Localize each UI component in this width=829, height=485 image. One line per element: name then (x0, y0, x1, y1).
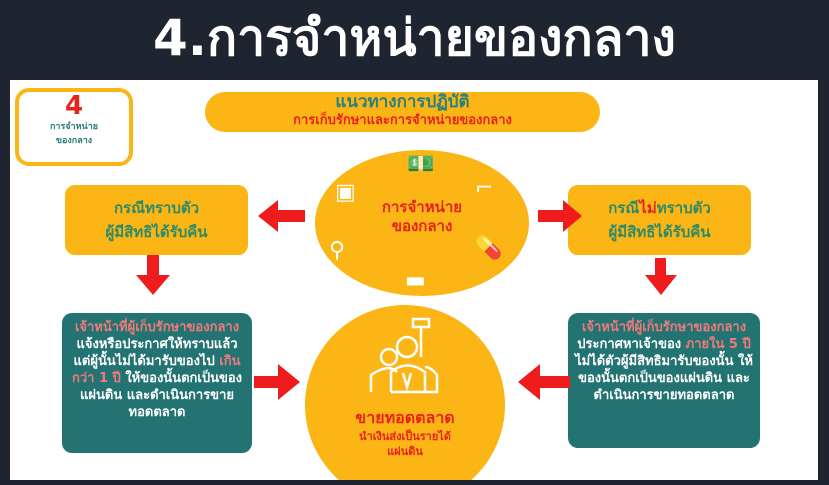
unknown-owner-line2: ผู้มีสิทธิได้รับคืน (608, 223, 711, 241)
auction-title: ขายทอดตลาด (355, 408, 455, 427)
center-line2: ของกลาง (391, 217, 453, 235)
money-icon: 💵 (407, 152, 435, 177)
header-pill: แนวทางการปฏิบัติ การเก็บรักษาและการจำหน่… (205, 92, 600, 132)
infographic: 4 การจำหน่าย ของกลาง แนวทางการปฏิบัติ กา… (10, 80, 818, 480)
slide-title: 4.การจำหน่ายของกลาง (153, 9, 676, 67)
center-line1: การจำหน่าย (381, 198, 463, 216)
header-subtitle: การเก็บรักษาและการจำหน่ายของกลาง (293, 113, 512, 128)
badge-line2: ของกลาง (55, 136, 93, 146)
auctioneer-icon (369, 317, 439, 394)
section-badge: 4 การจำหน่าย ของกลาง (15, 88, 133, 166)
car-icon: ▬ (405, 268, 426, 293)
arrow-right (538, 200, 582, 232)
auction-subtitle: นำเงินส่งเป็นรายได้แผ่นดิน (359, 430, 451, 458)
badge-line1: การจำหน่าย (49, 122, 99, 132)
known-owner-line1: กรณีทราบตัว (113, 199, 200, 217)
unknown-owner-box: กรณีไม่ทราบตัว ผู้มีสิทธิได้รับคืน (568, 185, 751, 255)
arrow-down-left (136, 255, 170, 295)
arrow-left (258, 200, 305, 232)
center-circle: 💵 ▣ ⌐ ⚲ 💊 ▬ การจำหน่าย ของกลาง (315, 150, 529, 296)
auction-circle: ขายทอดตลาด นำเงินส่งเป็นรายได้แผ่นดิน (305, 305, 505, 480)
gun-icon: ⌐ (475, 176, 494, 201)
arrow-into-auction-left (254, 364, 300, 400)
arrow-into-auction-right (518, 364, 570, 400)
header-title: แนวทางการปฏิบัติ (335, 92, 470, 112)
known-owner-box: กรณีทราบตัว ผู้มีสิทธิได้รับคืน (65, 185, 248, 255)
known-owner-line2: ผู้มีสิทธิได้รับคืน (105, 223, 208, 241)
left-detail-box: เจ้าหน้าที่ผู้เก็บรักษาของกลาง แจ้งหรือป… (62, 313, 252, 453)
badge-number: 4 (64, 91, 84, 121)
flow-arrows (136, 200, 677, 400)
unknown-owner-line1: กรณีไม่ทราบตัว (608, 199, 711, 217)
pills-icon: 💊 (475, 236, 503, 261)
arrow-down-right (645, 258, 677, 295)
right-detail-box: เจ้าหน้าที่ผู้เก็บรักษาของกลาง ประกาศหาเ… (568, 313, 760, 448)
motorcycle-icon: ⚲ (329, 238, 346, 263)
treasure-chest-icon: ▣ (335, 180, 356, 205)
